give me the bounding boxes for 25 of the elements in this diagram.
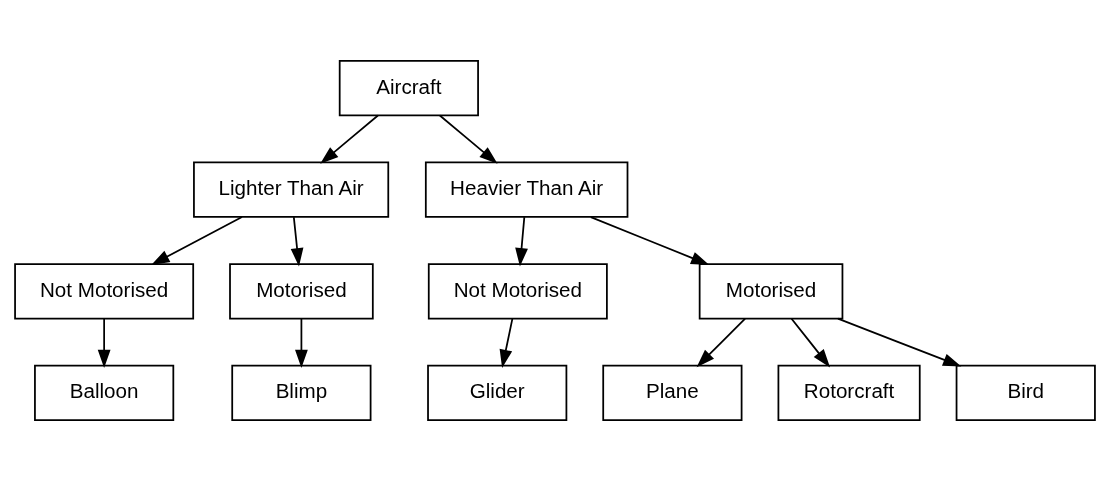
node-box: Rotorcraft [777,364,921,421]
node-box: Motorised [698,262,844,319]
arrow [295,317,308,368]
node-box: Heavier Than Air [424,161,629,218]
node-box: Balloon [34,364,175,421]
arrow [97,317,111,368]
arrow [438,114,498,164]
node-box: Blimp [231,364,372,421]
node-box: Lighter Than Air [193,161,390,218]
arrow [589,215,710,265]
node-box: Bird [955,364,1096,421]
node-box: Plane [602,364,743,421]
arrow [320,114,379,164]
arrow [290,215,304,266]
arrow [696,317,747,367]
arrow [515,215,528,266]
node-box: Not Motorised [427,262,608,319]
node-box: Aircraft [338,59,479,116]
arrow [790,317,831,367]
node-box: Not Motorised [14,262,195,319]
node-box: Glider [427,364,568,421]
arrow [837,317,962,366]
arrow [151,215,243,265]
arrow [499,317,514,368]
node-box: Motorised [229,262,374,319]
